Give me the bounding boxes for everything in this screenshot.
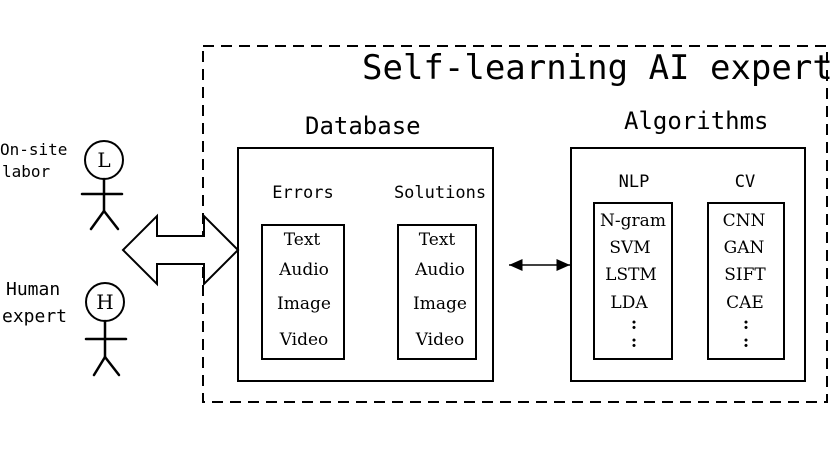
errors-item-video: Video (279, 330, 329, 350)
errors-item-audio: Audio (279, 260, 329, 280)
errors-item-text: Text (283, 230, 321, 250)
solutions-heading: Solutions (393, 183, 487, 203)
solutions-item-audio: Audio (415, 260, 465, 280)
human-expert-figure (84, 282, 128, 377)
nlp-item-lda: LDA (610, 293, 648, 313)
errors-item-image: Image (277, 294, 331, 314)
cv-item-gan: GAN (723, 238, 765, 258)
nlp-ellipsis-1: : (630, 314, 638, 334)
onsite-label-line2: labor (2, 162, 51, 181)
nlp-ellipsis-2: : (630, 332, 638, 352)
human-system-double-arrow (121, 213, 240, 287)
cv-item-sift: SIFT (724, 265, 766, 285)
solutions-item-image: Image (413, 294, 467, 314)
nlp-item-lstm: LSTM (605, 265, 657, 285)
database-box (237, 147, 494, 382)
cv-item-cae: CAE (726, 293, 764, 313)
nlp-item-ngram: N-gram (600, 211, 666, 231)
expert-initial: H (96, 290, 114, 314)
onsite-labor-figure (80, 140, 124, 231)
onsite-initial: L (97, 148, 111, 172)
expert-label-line2: expert (2, 306, 68, 327)
algorithms-box (570, 147, 806, 382)
onsite-label-line1: On-site (0, 140, 68, 159)
nlp-heading: NLP (618, 172, 650, 192)
nlp-methods-box (593, 202, 673, 360)
cv-ellipsis-2: : (742, 332, 750, 352)
errors-heading: Errors (272, 183, 334, 203)
solutions-item-text: Text (418, 230, 456, 250)
cv-heading: CV (734, 172, 756, 192)
algorithms-title: Algorithms (624, 107, 769, 135)
system-title: Self-learning AI expert (362, 48, 830, 88)
cv-item-cnn: CNN (722, 211, 766, 231)
nlp-item-svm: SVM (609, 238, 651, 258)
solutions-item-video: Video (415, 330, 465, 350)
database-title: Database (305, 112, 421, 140)
errors-types-box (261, 224, 345, 360)
cv-methods-box (707, 202, 785, 360)
expert-label-line1: Human (6, 279, 61, 300)
cv-ellipsis-1: : (742, 314, 750, 334)
solutions-types-box (397, 224, 477, 360)
